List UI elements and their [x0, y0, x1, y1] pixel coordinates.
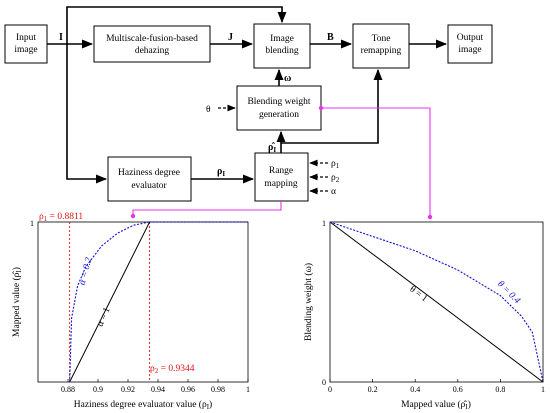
label-alpha-1: α = 1 [96, 306, 113, 328]
haze-label-1: Haziness degree [118, 168, 180, 178]
tone-label-1: Tone [372, 34, 391, 44]
block-diagram: Input image Multiscale-fusion-based deha… [4, 6, 493, 220]
series-theta-1 [329, 221, 544, 383]
range-label-2: mapping [264, 179, 297, 189]
weight-label-2: generation [259, 110, 299, 120]
connector-dot-weight [318, 105, 324, 111]
right-ytick-0: 0 [322, 378, 326, 387]
signal-theta: θ [206, 105, 211, 115]
connections [47, 6, 448, 195]
signal-I: I [59, 32, 63, 43]
range-mapping-block: Range mapping [254, 152, 309, 202]
signal-J: J [228, 32, 233, 43]
haze-label-2: evaluator [131, 181, 167, 191]
weight-label-1: Blending weight [247, 97, 310, 107]
blending-weight-block: Blending weight generation [236, 85, 322, 131]
left-xtick-label: 0.94 [151, 385, 165, 394]
right-plot-frame [329, 221, 544, 383]
right-ylabel: Blending weight (ω) [303, 263, 314, 341]
right-xtick-label: 0.4 [410, 385, 420, 394]
dehaze-label-1: Multiscale-fusion-based [106, 33, 198, 44]
output-image-block: Output image [447, 24, 493, 64]
right-xtick-label: 0.6 [453, 385, 463, 394]
right-xtick-label: 0.2 [368, 385, 378, 394]
left-xtick-label: 0.92 [121, 385, 135, 394]
left-xtick-label: 0.88 [61, 385, 75, 394]
label-alpha-02: α = 0.2 [78, 256, 95, 286]
connector-weight-to-right-plot [321, 107, 431, 217]
left-plot: 0.88 0.9 0.92 0.94 0.96 0.98 1 1 Haziness degr… [11, 212, 250, 411]
arrow-input-to-haze [66, 44, 108, 184]
left-ytick-1: 1 [30, 219, 34, 228]
right-xtick-label: 0 [328, 385, 332, 394]
signal-rho-hat: ρ̂I [268, 142, 276, 154]
right-plot: 0 0.2 0.4 0.6 0.8 1 1 0 Mapped value (ρ̂I) Bl… [303, 219, 545, 411]
rho2-annotation: ρ2 = 0.9344 [150, 364, 195, 375]
input-image-block: Input image [4, 24, 48, 64]
series-alpha-02 [69, 221, 248, 383]
series-theta-04 [329, 221, 544, 383]
signal-omega: ω [284, 73, 291, 84]
input-label-1: Input [16, 33, 36, 43]
series-alpha-1 [69, 221, 248, 383]
right-xlabel: Mapped value (ρ̂I) [401, 399, 471, 411]
tone-label-2: remapping [361, 46, 402, 56]
output-label-2: image [458, 45, 481, 55]
right-xtick-label: 1 [541, 385, 545, 394]
range-label-1: Range [269, 166, 293, 176]
left-xtick-label: 0.96 [181, 385, 195, 394]
left-xtick-label: 0.98 [211, 385, 225, 394]
arrow-range-to-tone [281, 68, 383, 144]
signal-rho1: ρ1 [331, 159, 340, 170]
left-xlabel: Haziness degree evaluator value (ρI) [74, 399, 212, 411]
left-ylabel: Mapped value (ρ̂I) [11, 267, 23, 337]
signal-rho2: ρ2 [331, 173, 340, 184]
blend-label-2: blending [265, 46, 298, 56]
arrow-input-to-blend [66, 6, 287, 44]
right-xtick-label: 0.8 [495, 385, 505, 394]
signal-rho: ρI [217, 166, 225, 178]
signal-alpha: α [331, 187, 336, 197]
input-label-2: image [14, 45, 37, 55]
connector-dot-right [427, 214, 433, 220]
signal-labels: I J B ω θ ρ̂I ρI ρ1 ρ2 α [59, 32, 340, 197]
output-label-1: Output [457, 33, 484, 43]
dehaze-label-2: dehazing [135, 46, 170, 56]
blend-label-1: Image [270, 34, 294, 44]
image-blending-block: Image blending [253, 23, 311, 69]
dehazing-block: Multiscale-fusion-based dehazing [93, 25, 211, 63]
connector-dot-left [130, 213, 136, 219]
left-xtick-label: 1 [246, 385, 250, 394]
left-plot-frame [37, 221, 249, 383]
tone-remapping-block: Tone remapping [352, 23, 410, 69]
connector-range-to-left-plot [132, 201, 282, 216]
signal-B: B [327, 32, 334, 43]
label-theta-1: θ = 1 [407, 285, 429, 305]
haziness-evaluator-block: Haziness degree evaluator [107, 156, 192, 202]
magenta-connectors [130, 105, 433, 220]
rho1-annotation: ρ1 = 0.8811 [39, 212, 83, 223]
right-ytick-1: 1 [322, 219, 326, 228]
label-theta-04: θ = 0.4 [495, 279, 522, 306]
left-xtick-label: 0.9 [93, 385, 103, 394]
